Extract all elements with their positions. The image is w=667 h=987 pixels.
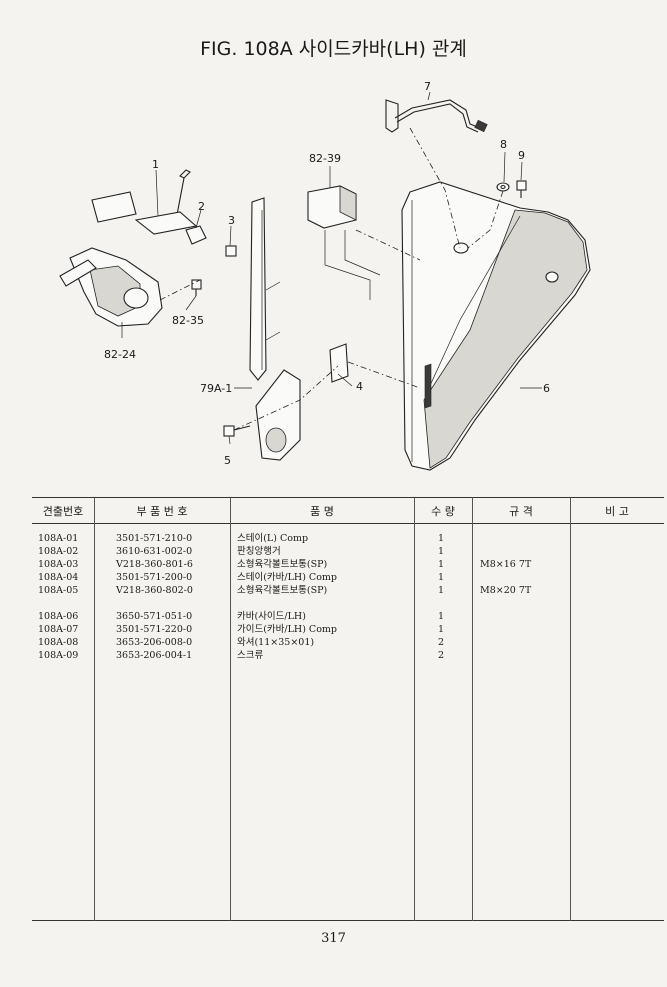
screw-part-9	[516, 180, 527, 198]
col-divider	[414, 497, 415, 921]
cell-name: 소형육각볼트보통(SP)	[237, 585, 328, 596]
cell-part-no: 3650-571-051-0	[116, 611, 193, 622]
callout-82-39: 82-39	[309, 152, 341, 165]
hanger-part-2	[185, 225, 207, 245]
table-top-border	[32, 497, 664, 498]
col-divider	[230, 497, 231, 921]
callout-6: 6	[543, 382, 550, 395]
cell-index: 108A-09	[38, 650, 79, 661]
cell-index: 108A-03	[38, 559, 79, 570]
callout-1: 1	[152, 158, 159, 171]
figure-title: FIG. 108A 사이드카바(LH) 관계	[200, 38, 467, 60]
cell-index: 108A-02	[38, 546, 79, 557]
header-divider	[32, 523, 664, 524]
callout-4: 4	[356, 380, 363, 393]
housing-82-24	[59, 191, 163, 327]
col-divider	[94, 497, 95, 921]
cell-index: 108A-01	[38, 533, 79, 544]
bolt-82-35	[191, 279, 202, 296]
cell-part-no: 3653-206-004-1	[116, 650, 193, 661]
col-divider	[570, 497, 571, 921]
cell-index: 108A-07	[38, 624, 79, 635]
cell-name: 스크류	[237, 650, 264, 661]
table-row: 108A-01 3501-571-210-0 스테이(L) Comp 1	[32, 533, 664, 545]
cell-qty: 1	[438, 572, 445, 583]
table-bottom-border	[32, 920, 664, 921]
cell-name: 소형육각볼트보통(SP)	[237, 559, 328, 570]
header-spec: 규 격	[509, 505, 533, 518]
table-row: 108A-06 3650-571-051-0 카바(사이드/LH) 1	[32, 611, 664, 623]
cell-qty: 1	[438, 611, 445, 622]
callout-5: 5	[224, 454, 231, 467]
table-row: 108A-07 3501-571-220-0 가이드(카바/LH) Comp 1	[32, 624, 664, 636]
callout-9: 9	[518, 149, 525, 162]
header-part-no: 부 품 번 호	[136, 505, 188, 518]
callout-82-35: 82-35	[172, 314, 204, 327]
cell-qty: 1	[438, 546, 445, 557]
header-remark: 비 고	[605, 505, 629, 518]
stay-part-4	[329, 343, 349, 383]
cell-qty: 1	[438, 559, 445, 570]
col-divider	[472, 497, 473, 921]
cell-index: 108A-04	[38, 572, 79, 583]
cell-name: 카바(사이드/LH)	[237, 611, 306, 622]
cell-index: 108A-05	[38, 585, 79, 596]
header-qty: 수 량	[431, 505, 455, 518]
header-name: 품 명	[310, 505, 334, 518]
stay-part-1	[134, 169, 198, 235]
exploded-parts-diagram: 7 8 9 82-39 1 2 3 82-35 82-24 79A-1 4 6 …	[59, 80, 591, 471]
table-row: 108A-09 3653-206-004-1 스크류 2	[32, 650, 664, 662]
table-row: 108A-03 V218-360-801-6 소형육각볼트보통(SP) 1 M8…	[32, 559, 664, 571]
page-number: 317	[321, 931, 346, 946]
header-index: 견출번호	[42, 505, 84, 518]
cell-index: 108A-06	[38, 611, 79, 622]
callout-79A-1: 79A-1	[200, 382, 232, 395]
cell-qty: 1	[438, 533, 445, 544]
cell-part-no: V218-360-802-0	[116, 585, 193, 596]
table-row: 108A-04 3501-571-200-0 스테이(카바/LH) Comp 1	[32, 572, 664, 584]
callout-8: 8	[500, 138, 507, 151]
cell-part-no: 3610-631-002-0	[116, 546, 193, 557]
cell-name: 판칭앙행거	[237, 546, 281, 557]
cell-part-no: 3501-571-220-0	[116, 624, 193, 635]
cell-index: 108A-08	[38, 637, 79, 648]
callout-7: 7	[424, 80, 431, 93]
cell-qty: 2	[438, 637, 445, 648]
cell-name: 스테이(카바/LH) Comp	[237, 572, 338, 583]
bolt-part-5	[223, 425, 251, 437]
cell-name: 가이드(카바/LH) Comp	[237, 624, 338, 635]
cell-qty: 1	[438, 624, 445, 635]
cell-name: 와셔(11×35×01)	[237, 637, 315, 648]
table-row: 108A-02 3610-631-002-0 판칭앙행거 1	[32, 546, 664, 558]
cell-qty: 2	[438, 650, 445, 661]
cell-name: 스테이(L) Comp	[237, 533, 309, 544]
cell-spec: M8×20 7T	[480, 585, 532, 596]
parts-table: 견출번호 부 품 번 호 품 명 수 량 규 격 비 고 108A-01 350…	[32, 497, 664, 921]
callout-2: 2	[198, 200, 205, 213]
bracket-82-39	[307, 185, 381, 300]
cell-qty: 1	[438, 585, 445, 596]
table-row: 108A-08 3653-206-008-0 와셔(11×35×01) 2	[32, 637, 664, 649]
table-row: 108A-05 V218-360-802-0 소형육각볼트보통(SP) 1 M8…	[32, 585, 664, 597]
callout-82-24: 82-24	[104, 348, 136, 361]
guide-rod-part-7	[385, 99, 488, 133]
cell-part-no: 3653-206-008-0	[116, 637, 193, 648]
callout-3: 3	[228, 214, 235, 227]
stay-79A-1	[249, 197, 301, 461]
bolt-part-3	[225, 245, 237, 257]
cell-spec: M8×16 7T	[480, 559, 532, 570]
cell-part-no: 3501-571-210-0	[116, 533, 193, 544]
side-cover-part-6	[401, 181, 591, 471]
cell-part-no: V218-360-801-6	[116, 559, 193, 570]
cell-part-no: 3501-571-200-0	[116, 572, 193, 583]
